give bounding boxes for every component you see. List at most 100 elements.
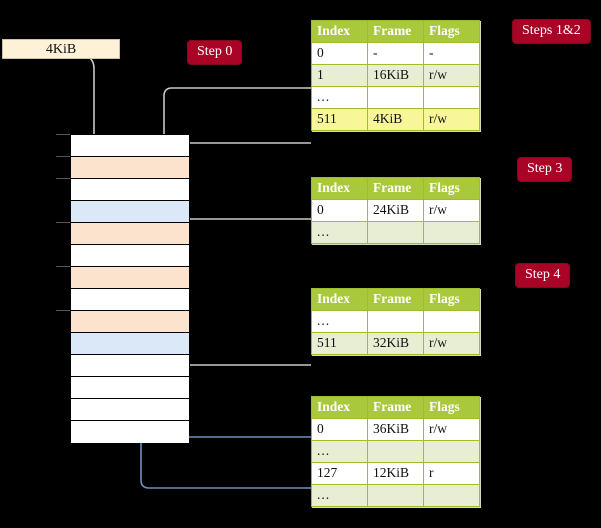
cell-index: 0 [311, 42, 368, 65]
badge-step-4-label: Step 4 [525, 267, 561, 282]
cell-index: 1 [311, 64, 368, 87]
cell-index: 511 [311, 332, 368, 355]
col-header-index: Index [311, 20, 368, 43]
table-header-row: Index Frame Flags [311, 396, 480, 419]
cell-index: ... [311, 484, 368, 507]
memory-tick [56, 310, 70, 311]
cell-index: ... [311, 221, 368, 244]
cell-frame: 32KiB [367, 332, 424, 355]
cell-index: 0 [311, 418, 368, 441]
memory-tick [56, 178, 70, 179]
table-row: ... [311, 484, 480, 507]
cell-index: ... [311, 310, 368, 333]
table-row: ... [311, 221, 480, 244]
memory-frame-row [71, 135, 189, 157]
cell-frame: 36KiB [367, 418, 424, 441]
table-header-row: Index Frame Flags [311, 20, 480, 43]
cell-frame: - [367, 42, 424, 65]
table-row: ... [311, 86, 480, 109]
cell-index: ... [311, 440, 368, 463]
memory-frame-row [71, 311, 189, 333]
cell-flags: r/w [423, 199, 480, 222]
physical-memory-column [70, 134, 190, 443]
cell-flags: r/w [423, 108, 480, 131]
cell-flags: r/w [423, 418, 480, 441]
badge-steps-1-2-label: Steps 1&2 [522, 23, 581, 38]
col-header-flags: Flags [423, 177, 480, 200]
cell-flags [423, 310, 480, 333]
badge-step-3-label: Step 3 [527, 161, 563, 176]
badge-steps-1-2: Steps 1&2 [513, 20, 590, 43]
source-frame-label: 4KiB [45, 42, 77, 57]
cell-frame [367, 484, 424, 507]
cell-frame: 12KiB [367, 462, 424, 485]
table-row: ... [311, 440, 480, 463]
col-header-index: Index [311, 396, 368, 419]
col-header-flags: Flags [423, 288, 480, 311]
memory-frame-row [71, 201, 189, 223]
cell-flags: r/w [423, 332, 480, 355]
badge-step-3: Step 3 [518, 158, 572, 181]
cell-flags [423, 440, 480, 463]
cell-index: ... [311, 86, 368, 109]
cell-frame: 4KiB [367, 108, 424, 131]
col-header-frame: Frame [367, 177, 424, 200]
badge-step-4: Step 4 [516, 264, 570, 287]
col-header-index: Index [311, 177, 368, 200]
memory-frame-row [71, 289, 189, 311]
cell-flags [423, 484, 480, 507]
memory-frame-row [71, 421, 189, 443]
cell-frame [367, 221, 424, 244]
wire-memory-to-table1 [162, 142, 311, 159]
cell-frame [367, 86, 424, 109]
memory-frame-row [71, 245, 189, 267]
memory-frame-row [71, 179, 189, 201]
col-header-flags: Flags [423, 20, 480, 43]
table-row: ... [311, 310, 480, 333]
wire-table3-to-memory [164, 311, 311, 366]
cell-index: 0 [311, 199, 368, 222]
cell-flags: r/w [423, 64, 480, 87]
cell-frame [367, 440, 424, 463]
cell-flags [423, 221, 480, 244]
col-header-index: Index [311, 288, 368, 311]
col-header-frame: Frame [367, 396, 424, 419]
memory-frame-row [71, 377, 189, 399]
memory-tick [56, 134, 70, 135]
cell-flags [423, 86, 480, 109]
table-row: 0-- [311, 42, 480, 65]
cell-flags: r [423, 462, 480, 485]
source-frame-box: 4KiB [2, 39, 120, 59]
memory-tick [56, 222, 70, 223]
memory-frame-row [71, 333, 189, 355]
memory-frame-row [71, 223, 189, 245]
col-header-frame: Frame [367, 20, 424, 43]
cell-frame: 24KiB [367, 199, 424, 222]
memory-tick [56, 266, 70, 267]
col-header-flags: Flags [423, 396, 480, 419]
cell-frame [367, 310, 424, 333]
cell-index: 511 [311, 108, 368, 131]
memory-tick [56, 156, 70, 157]
wire-table2-to-memory [175, 218, 311, 272]
memory-frame-row [71, 399, 189, 421]
cell-index: 127 [311, 462, 368, 485]
cell-frame: 16KiB [367, 64, 424, 87]
cell-flags: - [423, 42, 480, 65]
table-header-row: Index Frame Flags [311, 288, 480, 311]
badge-step-0-label: Step 0 [197, 44, 233, 59]
